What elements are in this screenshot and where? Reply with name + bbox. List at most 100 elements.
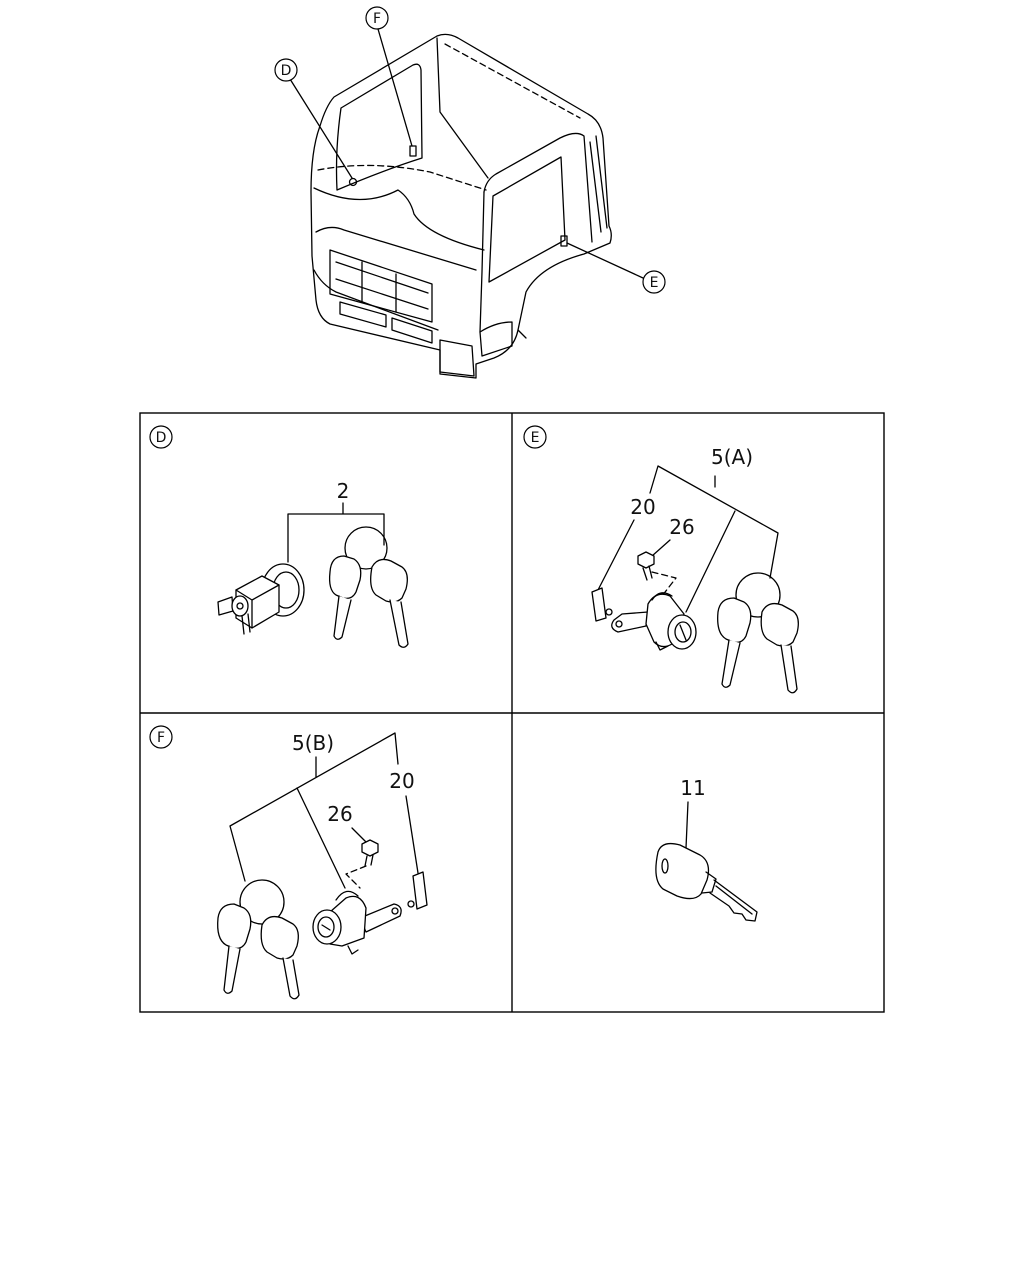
keyhole-slot: [321, 924, 331, 931]
key-blade: [780, 644, 798, 694]
key-groove: [715, 885, 753, 915]
bolt: [361, 839, 379, 867]
key-head: [655, 842, 710, 900]
panel-d-letter: D: [156, 430, 167, 446]
bolt-install-path: [345, 865, 367, 889]
part-number-5a: 5(A): [711, 445, 753, 469]
callout-d-leader: [289, 78, 353, 179]
panel-d-badge-circle: [149, 425, 173, 449]
ignition-rods: [241, 613, 251, 635]
key-head: [370, 558, 408, 603]
key-blade: [389, 599, 409, 648]
key-set-d: [328, 526, 409, 648]
plate-body: [412, 871, 428, 910]
callout-e-letter: E: [650, 275, 659, 291]
lock-flange: [335, 890, 359, 901]
lock-face-inner: [674, 621, 692, 643]
key-head: [328, 555, 362, 600]
lock-flange: [651, 592, 673, 601]
panel-f-letter: F: [157, 730, 165, 746]
callout-d: D: [274, 58, 298, 82]
truck-cab-drawing: [289, 28, 644, 379]
callout-f-leader: [377, 28, 413, 147]
detail-grid: [139, 412, 885, 1013]
lock-tab: [347, 945, 359, 955]
ignition-tab: [217, 596, 234, 616]
grille-bars: [335, 261, 429, 313]
key-shoulder: [701, 871, 717, 894]
door-front-edge: [479, 191, 485, 333]
key-ring: [344, 526, 388, 570]
cowl-hidden-edge: [317, 164, 487, 191]
part-5a-bracket: [597, 465, 779, 613]
blank-key: [655, 842, 758, 922]
panel-f: F 5(B) 26 20: [149, 725, 428, 1000]
panel-e-badge-circle: [523, 425, 547, 449]
hood-line: [313, 187, 485, 251]
part-number-26: 26: [669, 515, 694, 539]
key-blade: [333, 595, 352, 640]
part-11-leader: [685, 801, 689, 849]
bolt-shank: [642, 565, 653, 581]
key-blade: [709, 879, 758, 922]
panel-e-letter: E: [531, 430, 540, 446]
ignition-cylinder-end: [231, 595, 249, 617]
key-blade: [223, 945, 241, 994]
callout-e-leader: [566, 242, 644, 279]
ignition-housing: [235, 575, 280, 629]
panel-e: E 5(A) 20 26: [523, 425, 799, 694]
part-number-2: 2: [337, 479, 350, 503]
bolt-head: [361, 839, 379, 857]
door-lock-location-marker: [560, 235, 568, 247]
callout-f-circle: [365, 6, 389, 30]
part-number-11: 11: [680, 776, 705, 800]
part-26-leader: [351, 827, 367, 843]
bolt-shank: [364, 854, 374, 867]
ignition-lock-cylinder: [217, 563, 305, 635]
door-frame: [483, 132, 593, 243]
part-number-20: 20: [630, 495, 655, 519]
callout-f-letter: F: [373, 11, 381, 27]
key-ring: [735, 572, 781, 618]
keyhole-slot: [679, 624, 687, 641]
rear-panel-lines: [589, 135, 608, 233]
bumper-line: [313, 269, 439, 331]
lock-plate: [591, 587, 613, 622]
panel-key: 11: [655, 776, 758, 922]
key-blade: [282, 957, 300, 1000]
key-head-slot: [661, 858, 669, 874]
lever-hole: [391, 907, 399, 915]
part-number-20: 20: [389, 769, 414, 793]
key-head: [760, 602, 799, 647]
ignition-location-marker: [348, 177, 358, 187]
door-lock-cylinder: [312, 890, 402, 955]
lock-face-inner: [317, 916, 335, 938]
lock-lever-arm: [359, 903, 402, 933]
roof-hidden-edge: [444, 43, 581, 119]
bolt: [637, 551, 655, 581]
key-head: [260, 915, 299, 960]
callout-f: F: [365, 6, 389, 30]
callout-d-circle: [274, 58, 298, 82]
inner-lock-location-marker: [409, 145, 417, 157]
front-grille: [329, 249, 433, 323]
bolt-install-path: [651, 571, 677, 597]
part-number-5b: 5(B): [292, 731, 334, 755]
panel-f-badge-circle: [149, 725, 173, 749]
lock-tab: [655, 641, 669, 651]
ignition-housing-edges: [235, 584, 280, 629]
plate-body: [591, 587, 607, 622]
front-fascia-line: [315, 226, 477, 271]
headlight: [439, 339, 475, 377]
fender-edge: [517, 329, 527, 339]
plate-rivet: [407, 900, 415, 908]
callout-e-circle: [642, 270, 666, 294]
callout-e: E: [642, 270, 666, 294]
lock-face: [667, 614, 697, 650]
part-2-bracket: [287, 502, 385, 563]
a-pillar: [436, 37, 489, 179]
part-number-26: 26: [327, 802, 352, 826]
key-head: [717, 597, 752, 644]
bolt-head: [637, 551, 655, 569]
